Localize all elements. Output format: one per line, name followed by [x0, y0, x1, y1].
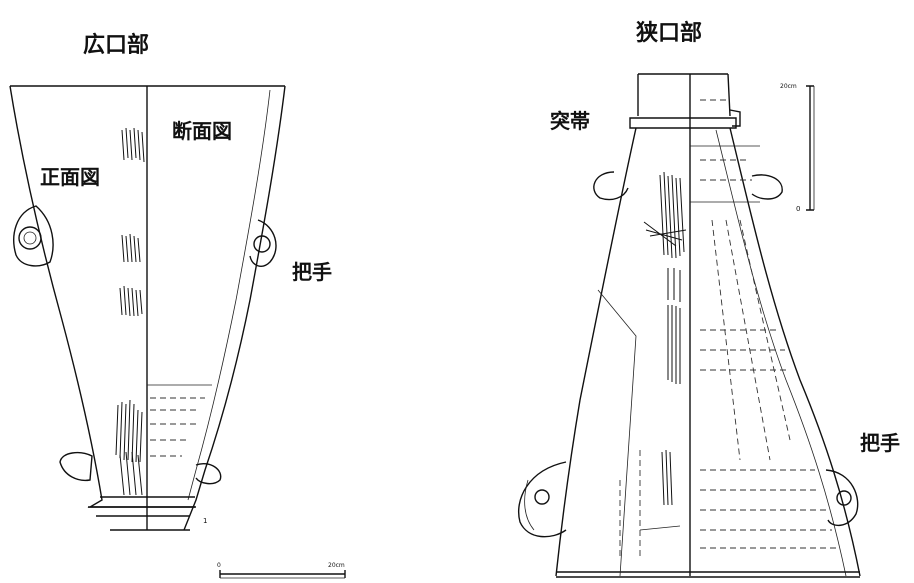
left-scale-max: 20cm — [328, 562, 345, 569]
base-lines-right — [556, 571, 860, 578]
wide-mouth-vessel — [9, 85, 286, 531]
front-hatching-right — [643, 171, 687, 506]
right-scale-max: 20cm — [780, 83, 797, 90]
lower-handle-section — [195, 463, 222, 485]
right-handle-section — [249, 219, 277, 267]
right-scale-zero: 0 — [796, 205, 800, 213]
label-section-view: 断面図 — [172, 119, 232, 143]
label-narrow-mouth: 狭口部 — [635, 20, 702, 46]
upper-handle-section — [751, 174, 783, 200]
lower-handle-section-right — [825, 469, 859, 527]
right-scale-bar: 20cm 0 — [780, 83, 815, 213]
label-handle-left: 把手 — [292, 260, 332, 284]
label-front-view: 正面図 — [40, 165, 100, 189]
narrow-mouth-vessel — [518, 73, 861, 578]
interior-lines-right — [619, 99, 836, 560]
label-raised-band: 突帯 — [550, 109, 590, 133]
base-lines — [88, 496, 196, 531]
front-hatching — [115, 127, 145, 496]
left-handle-front — [13, 205, 54, 267]
neck-lug — [729, 109, 741, 127]
section-lines-left — [147, 384, 212, 457]
left-scale-zero: 0 — [217, 562, 221, 569]
label-handle-right: 把手 — [860, 431, 900, 455]
label-wide-mouth: 広口部 — [83, 32, 149, 58]
lower-handle-front-right — [518, 461, 567, 538]
lower-handle-front — [59, 451, 93, 482]
left-scale-bar: 0 20cm — [217, 562, 346, 579]
fracture-line — [597, 289, 637, 577]
numeral-mark: 1 — [203, 517, 207, 525]
neck-outline — [637, 73, 731, 117]
raised-band — [629, 117, 737, 129]
upper-handle-front — [593, 171, 629, 201]
